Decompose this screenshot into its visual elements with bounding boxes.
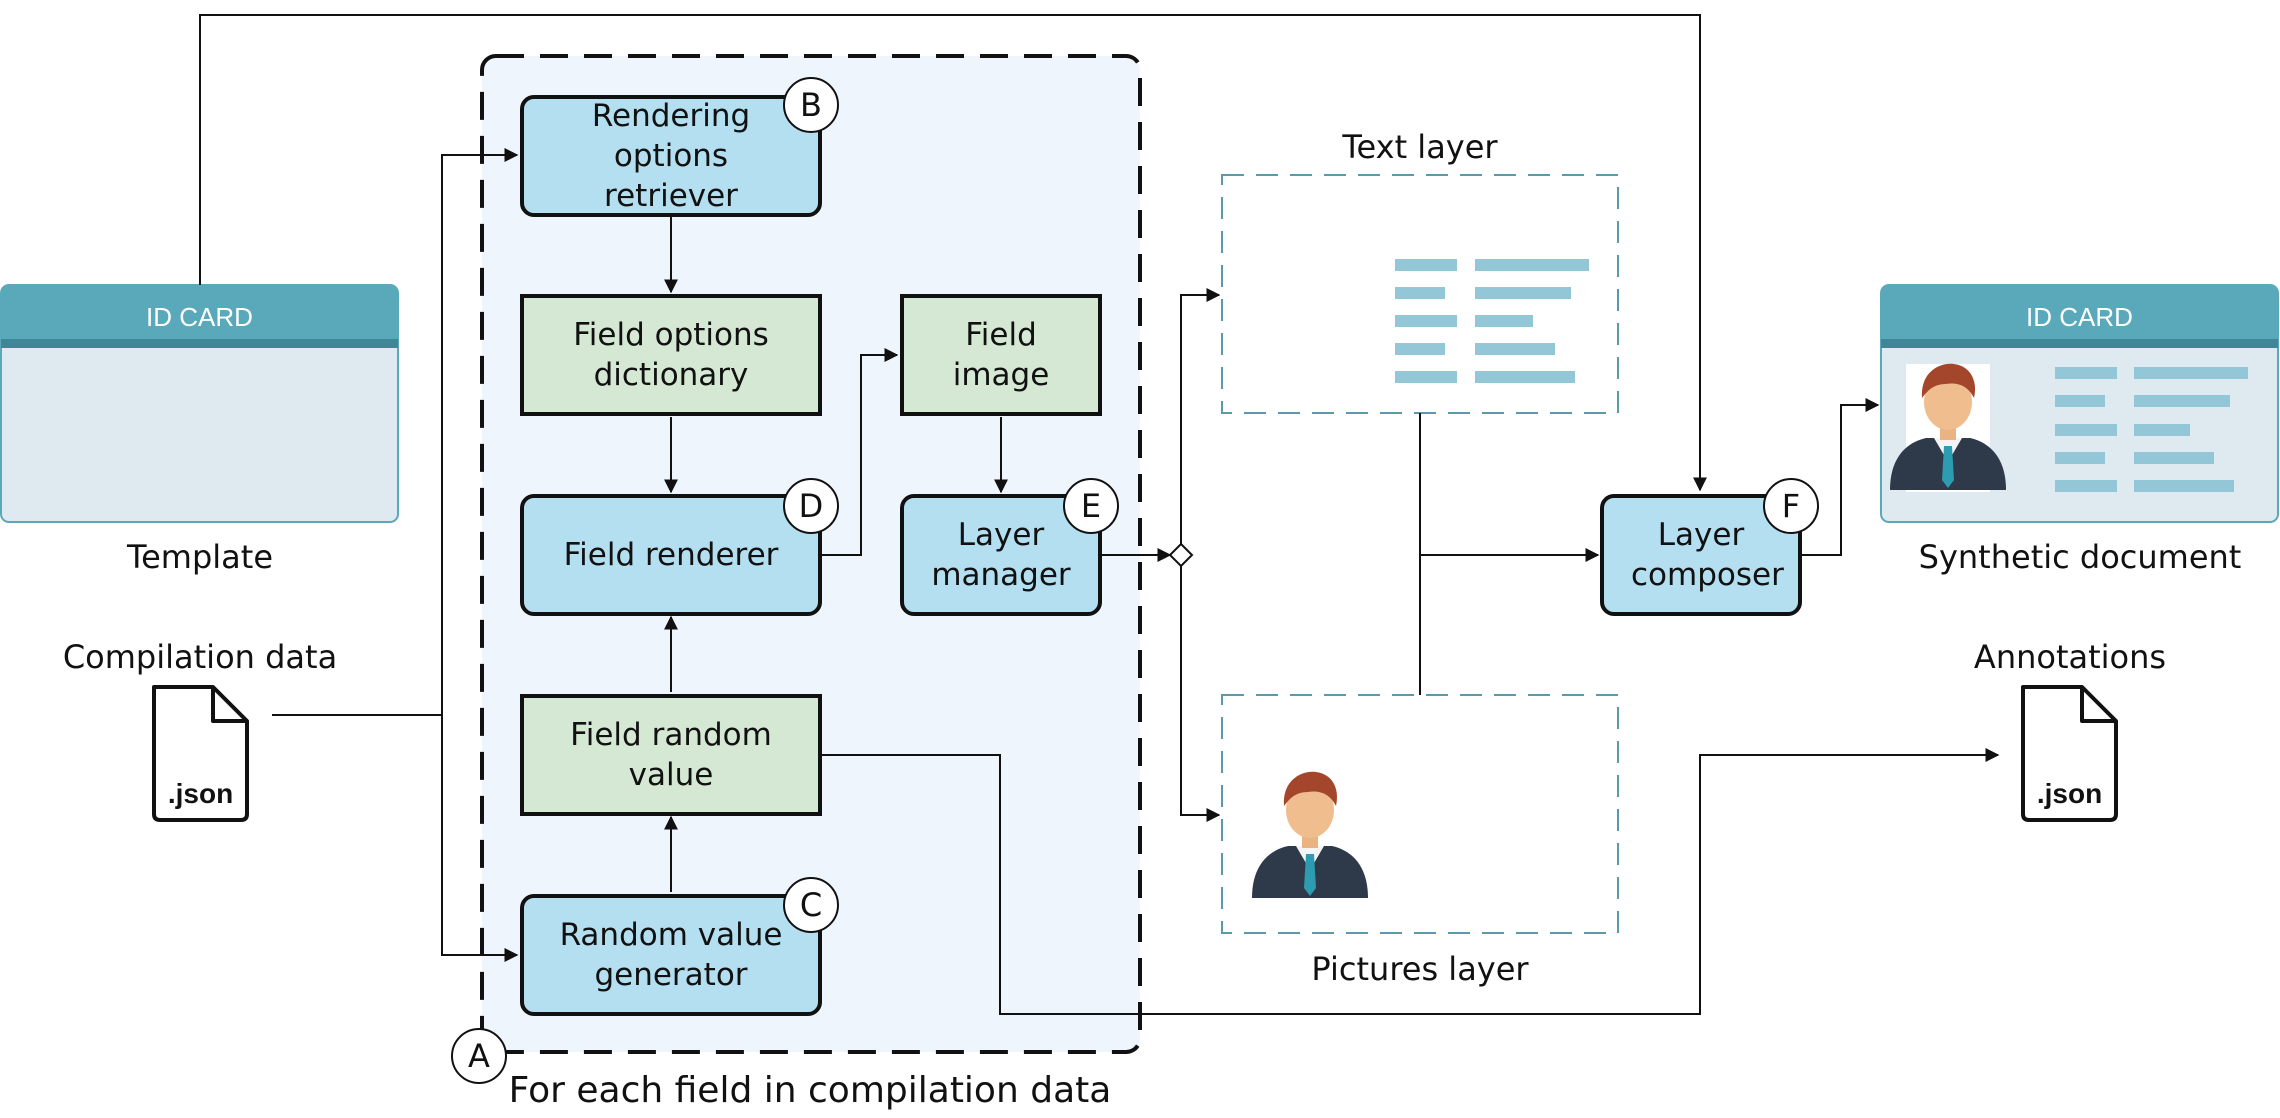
annotations-caption: Annotations xyxy=(1973,638,2167,676)
badge-d: D xyxy=(783,478,839,534)
layer-split-junction xyxy=(1168,542,1194,568)
badge-e: E xyxy=(1063,478,1119,534)
random-value-generator-block: Random value generator xyxy=(520,894,822,1016)
annotations-json-label: .json xyxy=(2036,778,2103,809)
loop-caption: For each field in compilation data xyxy=(508,1070,1112,1111)
random-value-generator-label: Random value generator xyxy=(559,917,783,993)
compilation-json-label: .json xyxy=(167,778,234,809)
field-random-value-block: Field random value xyxy=(520,694,822,816)
field-renderer-block: Field renderer xyxy=(520,494,822,616)
text-layer-lines xyxy=(1395,259,1589,383)
text-layer-caption: Text layer xyxy=(1342,128,1498,166)
template-card-title: ID CARD xyxy=(146,302,253,332)
badge-c: C xyxy=(783,877,839,933)
pictures-layer-frame xyxy=(1221,694,1619,934)
field-image-block: Field image xyxy=(900,294,1102,416)
synthetic-text-lines xyxy=(2055,367,2248,492)
synthetic-document-card-title: ID CARD xyxy=(2026,302,2133,332)
badge-f: F xyxy=(1763,478,1819,534)
synthetic-document-caption: Synthetic document xyxy=(1918,538,2242,576)
rendering-options-retriever-block: Rendering options retriever xyxy=(520,95,822,217)
person-avatar-icon xyxy=(1252,771,1368,898)
layer-manager-label: Layer manager xyxy=(931,517,1071,593)
pictures-layer-caption: Pictures layer xyxy=(1311,950,1529,988)
layer-composer-label: Layer composer xyxy=(1631,517,1784,593)
field-renderer-label: Field renderer xyxy=(563,537,779,573)
compilation-json-file-icon xyxy=(152,685,249,822)
field-random-value-label: Field random value xyxy=(570,717,772,793)
badge-a: A xyxy=(451,1028,507,1084)
annotations-json-file-icon xyxy=(2021,685,2118,822)
template-caption: Template xyxy=(126,538,273,576)
field-options-dictionary-block: Field options dictionary xyxy=(520,294,822,416)
compilation-data-caption: Compilation data xyxy=(62,638,338,676)
document-photo-avatar-icon xyxy=(1890,363,2006,490)
connectors xyxy=(199,14,2000,1015)
field-options-dictionary-label: Field options dictionary xyxy=(573,317,769,393)
field-image-label: Field image xyxy=(952,317,1050,393)
rendering-options-retriever-label: Rendering options retriever xyxy=(591,98,751,214)
badge-b: B xyxy=(783,77,839,133)
